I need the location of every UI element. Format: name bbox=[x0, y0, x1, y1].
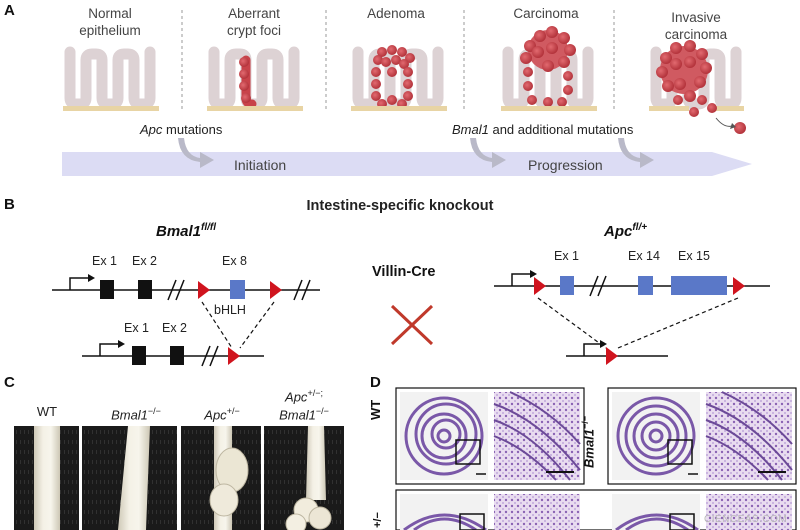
progression-band bbox=[62, 152, 752, 176]
apc-allele-title: Apcfl/+ bbox=[604, 222, 648, 240]
stage-label-normal: Normal epithelium bbox=[79, 6, 141, 38]
apc-ex14-label: Ex 14 bbox=[628, 249, 660, 263]
apc-ex15-label: Ex 15 bbox=[678, 249, 710, 263]
stage-label-adenoma: Adenoma bbox=[367, 6, 425, 21]
apc-mutations-label: Apc mutations bbox=[140, 122, 223, 137]
apc-ex1-label: Ex 1 bbox=[554, 249, 580, 263]
bhlh-domain-label: bHLH bbox=[214, 303, 246, 317]
histology-label-bmal1: Bmal1−/− bbox=[580, 415, 597, 468]
bmal-ex1-label: Ex 1 bbox=[92, 254, 118, 268]
bmal-ex8-label: Ex 8 bbox=[222, 254, 248, 268]
bmal1-deleted-construct bbox=[82, 340, 264, 367]
cross-icon bbox=[390, 304, 434, 346]
phase-progression: Progression bbox=[528, 157, 603, 173]
apc-construct bbox=[494, 270, 770, 349]
bmal-deleted-ex2-label: Ex 2 bbox=[162, 321, 188, 335]
stage-label-invasive: Invasive carcinoma bbox=[664, 10, 728, 42]
apc-deleted-construct bbox=[566, 340, 668, 365]
bmal1-mutations-label: Bmal1 and additional mutations bbox=[452, 122, 634, 137]
crypt-normal bbox=[63, 46, 159, 111]
histology-wt bbox=[395, 387, 585, 485]
stage-label-aberrant: Aberrant crypt foci bbox=[226, 6, 281, 38]
histology-label-wt: WT bbox=[368, 399, 383, 420]
stage-label-carcinoma: Carcinoma bbox=[513, 6, 579, 21]
knockout-title: Intestine-specific knockout bbox=[306, 198, 494, 214]
histology-bmal1 bbox=[607, 387, 797, 485]
panel-letter-d: D bbox=[370, 374, 381, 391]
phase-initiation: Initiation bbox=[234, 157, 287, 173]
crypt-aberrant bbox=[207, 46, 303, 111]
photo-label-wt: WT bbox=[36, 404, 58, 419]
crypt-carcinoma bbox=[501, 26, 597, 111]
bmal-deleted-ex1-label: Ex 1 bbox=[124, 321, 150, 335]
histology-label-apc-partial: +/− bbox=[372, 512, 384, 528]
panel-letter-c: C bbox=[4, 374, 15, 391]
stage-separators bbox=[181, 10, 615, 112]
panel-letter-b: B bbox=[4, 196, 15, 213]
curved-arrows bbox=[178, 138, 654, 168]
bmal-ex2-label: Ex 2 bbox=[132, 254, 158, 268]
villin-cre-label: Villin-Cre bbox=[372, 264, 436, 280]
photo-label-double: Apc+/−; Bmal1−/− bbox=[279, 388, 329, 423]
photo-label-apc: Apc+/− bbox=[204, 406, 240, 423]
panel-letter-a: A bbox=[4, 2, 15, 19]
bmal1-construct bbox=[52, 274, 320, 349]
intestine-photos bbox=[14, 426, 344, 530]
histology-partial-row bbox=[395, 489, 797, 530]
photo-label-bmal1: Bmal1−/− bbox=[111, 406, 161, 423]
watermark: CIENCEAS.COM bbox=[704, 514, 788, 525]
crypt-invasive bbox=[649, 40, 746, 134]
crypt-adenoma bbox=[351, 45, 447, 111]
bmal1-allele-title: Bmal1fl/fl bbox=[156, 222, 217, 240]
